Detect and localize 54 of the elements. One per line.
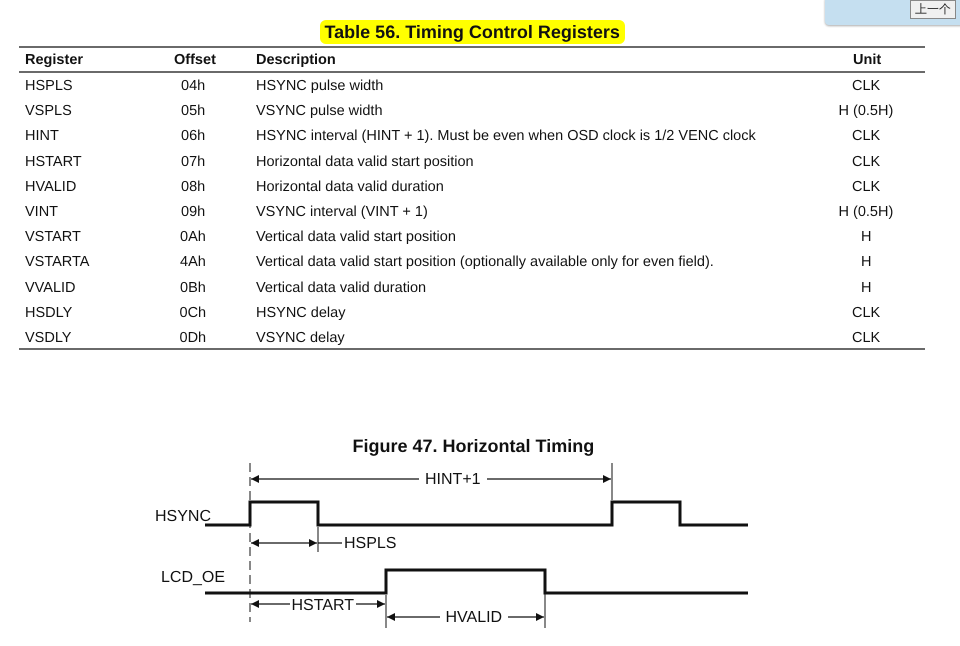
table-cell: 08h <box>181 178 206 196</box>
table-cell: Horizontal data valid duration <box>256 178 444 196</box>
table-cell: 07h <box>181 152 206 171</box>
table-cell: CLK <box>852 304 880 322</box>
table-cell: 06h <box>181 127 206 146</box>
table-cell: Horizontal data valid start position <box>256 152 474 171</box>
table-cell: H <box>861 253 872 272</box>
table-cell: CLK <box>852 178 880 196</box>
table-cell: VSTARTA <box>25 253 90 272</box>
table-cell: 04h <box>181 77 206 95</box>
column-header: Description <box>256 51 336 69</box>
figure-title: Figure 47. Horizontal Timing <box>352 435 594 458</box>
table-cell: Vertical data valid start position (optionally available only for even field). <box>256 253 714 272</box>
table-cell: 05h <box>181 102 206 120</box>
table-cell: CLK <box>852 127 880 146</box>
table-cell: VVALID <box>25 278 76 297</box>
signal-name: LCD_OE <box>161 569 226 587</box>
table-cell: H (0.5H) <box>838 203 894 221</box>
table-cell: HINT <box>25 127 59 146</box>
table-cell: CLK <box>852 152 880 171</box>
column-header: Unit <box>853 51 882 69</box>
table-cell: HSYNC interval (HINT + 1). Must be even when OSD clock is 1/2 VENC clock <box>256 127 756 146</box>
table-cell: HSTART <box>25 152 82 171</box>
table-cell: 0Bh <box>180 278 206 297</box>
table-cell: CLK <box>852 329 880 347</box>
table-cell: HSPLS <box>25 77 73 95</box>
signal-name: HSYNC <box>155 508 212 526</box>
table-cell: 09h <box>181 203 206 221</box>
table-cell: H <box>861 228 872 246</box>
table-cell: 0Ch <box>180 304 206 322</box>
table-cell: Vertical data valid start position <box>256 228 456 246</box>
column-header: Offset <box>174 51 216 69</box>
table-cell: VINT <box>25 203 58 221</box>
table-cell: Vertical data valid duration <box>256 278 426 297</box>
table-cell: VSYNC delay <box>256 329 345 347</box>
table-cell: VSDLY <box>25 329 72 347</box>
table-cell: VSYNC pulse width <box>256 102 383 120</box>
table-cell: HVALID <box>25 178 76 196</box>
table-cell: VSTART <box>25 228 81 246</box>
previous-button: 上一个 <box>910 0 956 19</box>
table-cell: VSYNC interval (VINT + 1) <box>256 203 428 221</box>
column-header: Register <box>25 51 84 69</box>
table-cell: HSYNC pulse width <box>256 77 384 95</box>
table-cell: 0Dh <box>180 329 206 347</box>
table-cell: HSDLY <box>25 304 72 322</box>
table-cell: 4Ah <box>180 253 206 272</box>
dimension-label: HSPLS <box>344 535 396 553</box>
table-cell: H (0.5H) <box>838 102 894 120</box>
table-cell: 0Ah <box>180 228 206 246</box>
table-title: Table 56. Timing Control Registers <box>320 20 625 44</box>
table-cell: VSPLS <box>25 102 72 120</box>
table-cell: H <box>861 278 872 297</box>
table-cell: CLK <box>852 77 880 95</box>
table-cell: HSYNC delay <box>256 304 346 322</box>
